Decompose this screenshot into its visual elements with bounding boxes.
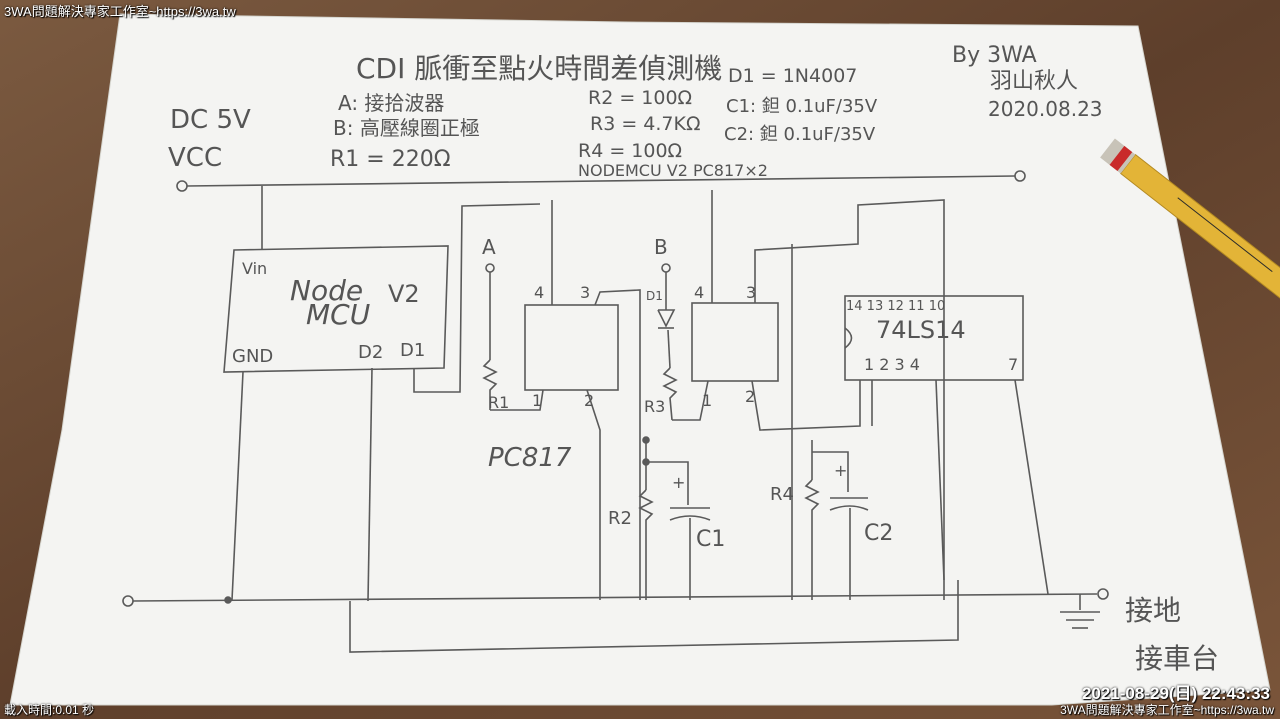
nodemcu-box: [223, 245, 449, 373]
ground-label-2: 接車台: [1135, 642, 1219, 675]
power-dc-label: DC 5V: [170, 105, 251, 135]
watermark-bottom: 3WA問題解決專家工作室~https://3wa.tw: [1060, 703, 1274, 717]
photo-timestamp: 2021-08-29(日) 22:43:33: [1081, 684, 1270, 703]
ic-pins-top: 14 13 12 11 10: [846, 299, 945, 314]
capacitor-plus-2: +: [834, 461, 847, 480]
vcc-terminal-right: [1014, 170, 1026, 182]
mcu-gnd-label: GND: [232, 346, 273, 367]
right-pin-3: 3: [746, 283, 756, 302]
r2-label: R2: [608, 508, 632, 529]
left-pin-4: 4: [534, 283, 544, 302]
legend-b: B: 高壓線圈正極: [333, 116, 480, 140]
c2-value: C2: 鉭 0.1uF/35V: [724, 124, 876, 145]
mcu-name-1: Node: [290, 274, 363, 307]
schematic: [122, 170, 1109, 653]
legend-a: A: 接拾波器: [338, 91, 444, 115]
mcu-vin-label: Vin: [242, 259, 267, 278]
r4-value: R4 = 100Ω: [578, 140, 682, 162]
input-a-label: A: [482, 235, 496, 259]
pc817-right-box: [691, 302, 779, 382]
c1-value: C1: 鉭 0.1uF/35V: [726, 96, 878, 117]
pc817-left-box: [524, 304, 619, 391]
ic-pins-bottom: 1 2 3 4: [864, 355, 920, 374]
sheet-title: CDI 脈衝至點火時間差偵測機: [356, 52, 722, 85]
right-pin-2: 2: [745, 387, 755, 406]
ground-symbol-icon: [1060, 594, 1100, 629]
r3-value: R3 = 4.7KΩ: [590, 113, 700, 135]
ic-74ls14-box: [844, 295, 1024, 381]
author-line-2: 羽山秋人: [990, 69, 1078, 94]
left-pin-1: 1: [532, 391, 542, 410]
right-pin-4: 4: [694, 283, 704, 302]
capacitor-plus-1: +: [672, 473, 685, 492]
pencil-icon: [1100, 138, 1280, 316]
right-pin-1: 1: [702, 391, 712, 410]
sheet-date: 2020.08.23: [988, 97, 1103, 121]
r1-value: R1 = 220Ω: [330, 147, 451, 172]
left-pin-3: 3: [580, 283, 590, 302]
c2-label: C2: [864, 521, 893, 546]
r3-label: R3: [644, 397, 665, 416]
ground-label-1: 接地: [1125, 594, 1181, 627]
mcu-d1-label: D1: [400, 340, 425, 361]
r4-label: R4: [770, 484, 794, 505]
power-vcc-label: VCC: [168, 143, 222, 173]
pc817-label: PC817: [488, 443, 572, 473]
c1-label: C1: [696, 527, 725, 552]
mcu-name-2: MCU: [306, 298, 370, 331]
r2-value: R2 = 100Ω: [588, 87, 692, 109]
d1-value: D1 = 1N4007: [728, 65, 857, 87]
ic-pin-7: 7: [1008, 355, 1018, 374]
parts-line: NODEMCU V2 PC817×2: [578, 161, 768, 180]
d1-label: D1: [646, 289, 663, 303]
mcu-version: V2: [388, 280, 420, 308]
input-b-label: B: [654, 235, 668, 259]
r1-label: R1: [488, 393, 509, 412]
left-pin-2: 2: [584, 391, 594, 410]
watermark-top: 3WA問題解決專家工作室~https://3wa.tw: [4, 4, 236, 19]
gnd-terminal-right: [1097, 588, 1109, 600]
load-time: 載入時間:0.01 秒: [4, 703, 95, 717]
ic-name: 74LS14: [876, 316, 966, 344]
author-line-1: By 3WA: [952, 43, 1037, 68]
mcu-d2-label: D2: [358, 342, 383, 363]
